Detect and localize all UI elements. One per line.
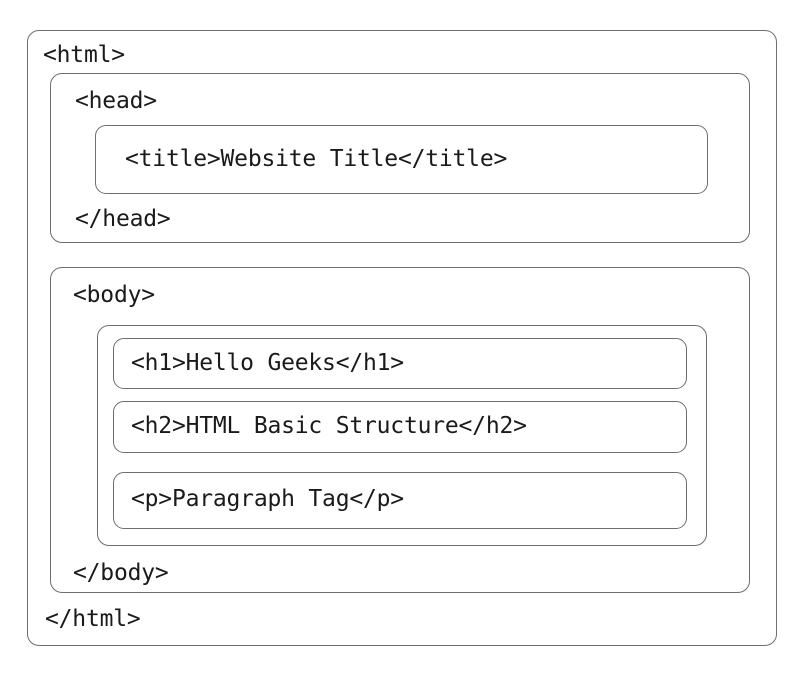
body-content-group-box bbox=[97, 325, 707, 546]
p-element-label: <p>Paragraph Tag</p> bbox=[131, 486, 404, 512]
html-element-box bbox=[27, 30, 777, 646]
title-element-box bbox=[95, 125, 708, 194]
h1-element-box bbox=[113, 338, 687, 389]
head-close-tag-label: </head> bbox=[75, 206, 171, 232]
h1-element-label: <h1>Hello Geeks</h1> bbox=[131, 350, 404, 376]
body-close-tag-label: </body> bbox=[73, 560, 169, 586]
p-element-box bbox=[113, 472, 687, 529]
html-open-tag-label: <html> bbox=[43, 42, 125, 68]
title-element-label: <title>Website Title</title> bbox=[125, 146, 508, 172]
h2-element-box bbox=[113, 401, 687, 453]
html-close-tag-label: </html> bbox=[45, 606, 141, 632]
head-element-box bbox=[50, 73, 750, 243]
body-open-tag-label: <body> bbox=[73, 282, 155, 308]
body-element-box bbox=[50, 267, 750, 593]
h2-element-label: <h2>HTML Basic Structure</h2> bbox=[131, 413, 527, 439]
head-open-tag-label: <head> bbox=[75, 88, 157, 114]
